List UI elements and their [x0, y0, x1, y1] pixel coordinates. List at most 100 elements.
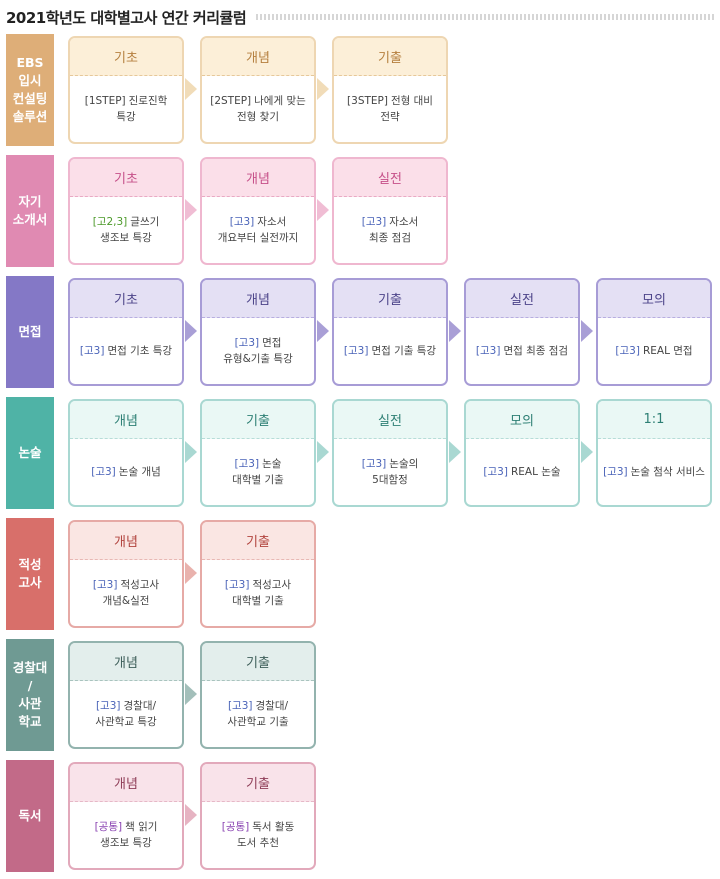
course-card[interactable]: 기출[고3]면접 기출 특강 — [332, 278, 448, 386]
course-card-text: [고3]논술 개념 — [91, 464, 161, 480]
course-card[interactable]: 모의 [고3]REAL 논술 — [464, 399, 580, 507]
course-title-line: 글쓰기 — [130, 215, 160, 228]
course-title-line: 개요부터 실전까지 — [217, 232, 299, 244]
course-title-line: 사관학교 특강 — [95, 716, 157, 728]
course-grade-tag: [고3] — [234, 336, 260, 349]
course-title-line: 면접 — [262, 336, 282, 349]
course-card-stage: 기출 — [202, 643, 314, 681]
course-grade-tag: [2STEP] — [210, 94, 252, 107]
next-step-arrow-icon — [185, 683, 197, 705]
title-row: 2021학년도 대학별고사 연간 커리큘럼 — [6, 6, 714, 28]
course-card-stage: 모의 — [598, 280, 710, 318]
course-card-stage: 개념 — [70, 764, 182, 802]
course-card-stage: 개념 — [202, 159, 314, 197]
course-card[interactable]: 실전 [고3]면접 최종 점검 — [464, 278, 580, 386]
course-title-line: 유형&기출 특강 — [223, 353, 293, 365]
section-label: 독서 — [6, 760, 54, 872]
course-title-line: 경찰대/ — [123, 699, 157, 712]
course-card-body: [고3]면접 기출 특강 — [334, 318, 446, 384]
course-grade-tag: [고3] — [234, 457, 260, 470]
course-card-stage: 모의 — [466, 401, 578, 439]
course-title-line: 전형 대비 — [390, 94, 433, 107]
course-card-stage: 1:1 — [598, 401, 710, 439]
course-title-line: 대학별 기출 — [232, 595, 284, 607]
course-title-line: 면접 최종 점검 — [503, 344, 569, 357]
title-dotted-rule — [256, 14, 714, 20]
course-card-stage: 실전 — [466, 280, 578, 318]
course-card-body: [고3]논술 첨삭 서비스 — [598, 439, 710, 505]
course-title-line: REAL 논술 — [510, 465, 561, 478]
course-title-line: 면접 기초 특강 — [107, 344, 173, 357]
course-card[interactable]: 기초[고3]면접 기초 특강 — [68, 278, 184, 386]
course-grade-tag: [고3] — [343, 344, 369, 357]
course-card-stage: 기출 — [334, 38, 446, 76]
course-title-line: 개념&실전 — [102, 595, 150, 607]
course-card-text: [고3]REAL 면접 — [615, 343, 692, 359]
course-card-stage: 기출 — [202, 764, 314, 802]
course-grade-tag: [고3] — [92, 578, 118, 591]
course-card-stage: 개념 — [70, 401, 182, 439]
next-step-arrow-icon — [185, 78, 197, 100]
course-card[interactable]: 개념 [고3]논술 개념 — [68, 399, 184, 507]
course-grade-tag: [고2,3] — [92, 215, 128, 228]
course-card-text: [고3]경찰대/사관학교 기출 — [227, 698, 288, 731]
course-card-text: [고3]면접 최종 점검 — [476, 343, 568, 359]
course-grade-tag: [공통] — [94, 820, 123, 833]
section-label: 면접 — [6, 276, 54, 388]
course-card-stage: 기출 — [334, 280, 446, 318]
course-card[interactable]: 개념[고3]경찰대/사관학교 특강 — [68, 641, 184, 749]
course-title-line: 최종 점검 — [369, 232, 411, 244]
course-title-line: 생조보 특강 — [100, 232, 152, 244]
course-title-line: 생조보 특강 — [100, 837, 152, 849]
course-card-body: [고3]면접 최종 점검 — [466, 318, 578, 384]
course-card[interactable]: 기출 [고3]경찰대/사관학교 기출 — [200, 641, 316, 749]
course-card[interactable]: 1:1[고3]논술 첨삭 서비스 — [596, 399, 712, 507]
next-step-arrow-icon — [581, 320, 593, 342]
course-title-line: 진로진학 — [128, 94, 168, 107]
course-grade-tag: [고3] — [227, 699, 253, 712]
course-grade-tag: [고3] — [95, 699, 121, 712]
course-card[interactable]: 모의 [고3]REAL 면접 — [596, 278, 712, 386]
course-title-line: 전략 — [380, 111, 400, 123]
course-title-line: 자소서 — [257, 215, 287, 228]
next-step-arrow-icon — [185, 320, 197, 342]
next-step-arrow-icon — [185, 441, 197, 463]
course-grade-tag: [고3] — [483, 465, 508, 478]
course-card-text: [고3]REAL 논술 — [483, 464, 560, 480]
course-title-line: 사관학교 기출 — [227, 716, 289, 728]
course-title-line: 5대함정 — [372, 474, 408, 486]
course-grade-tag: [고3] — [615, 344, 640, 357]
